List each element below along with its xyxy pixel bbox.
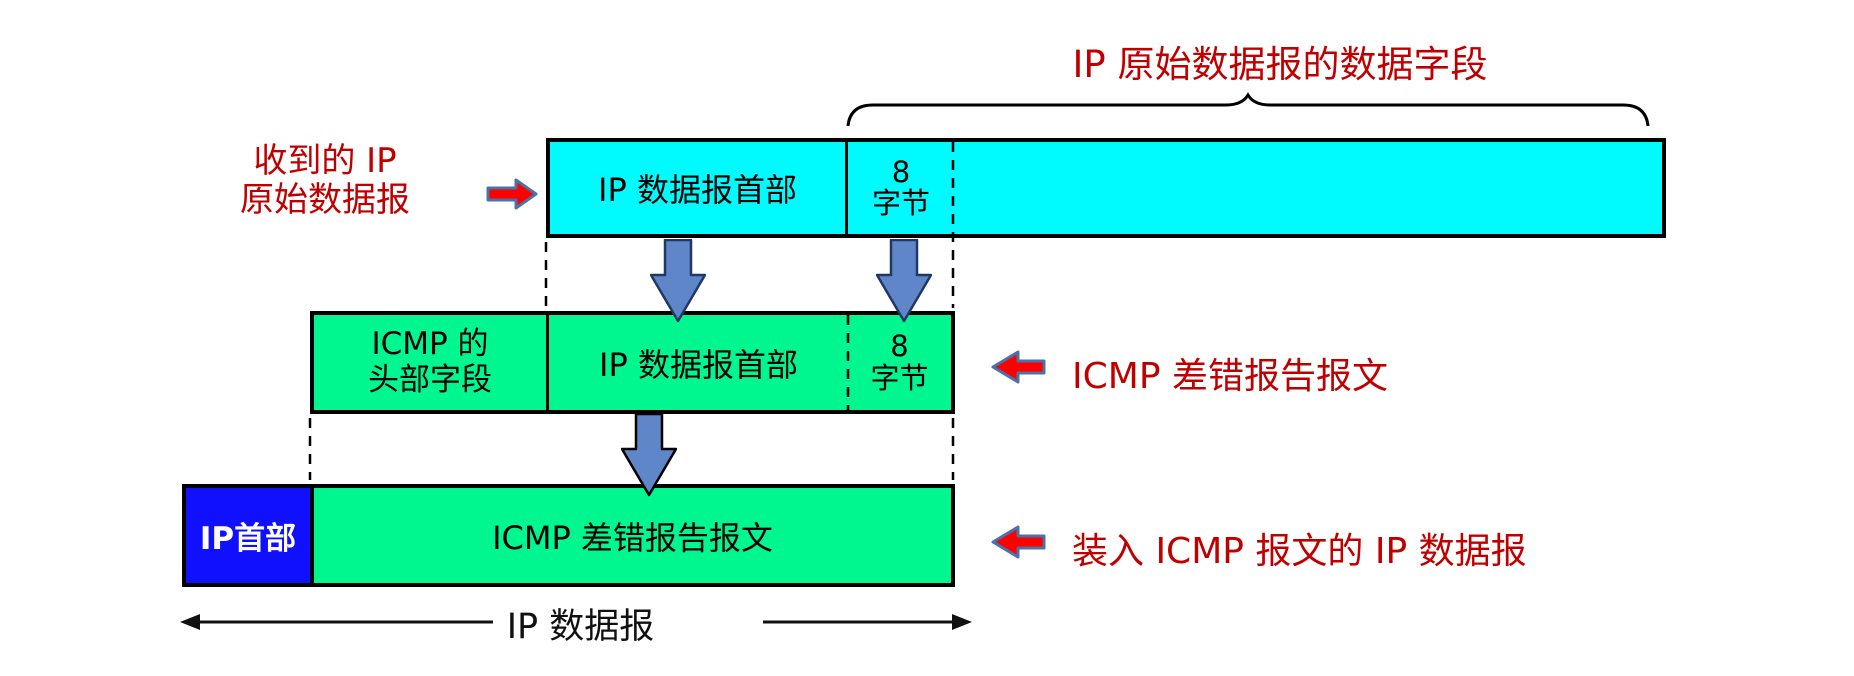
- encapsulated-datagram-box: IP首部 ICMP 差错报告报文: [182, 484, 955, 587]
- curly-brace-icon: [845, 92, 1651, 130]
- ip-header-cell: IP首部: [186, 488, 314, 583]
- original-datagram-box: IP 数据报首部 8 字节: [546, 138, 1666, 238]
- ip-datagram-span-label: IP 数据报: [506, 607, 655, 647]
- icmp-report-label: ICMP 差错报告报文: [1072, 356, 1388, 397]
- top-label: IP 原始数据报的数据字段: [1072, 43, 1488, 86]
- encapsulated-datagram-label: 装入 ICMP 报文的 IP 数据报: [1072, 531, 1527, 572]
- icmp-message-box: ICMP 的 头部字段 IP 数据报首部 8 字节: [310, 311, 955, 414]
- icmp-body-cell: ICMP 差错报告报文: [492, 518, 773, 557]
- arrow-down-icon: [621, 413, 677, 497]
- original-8-bytes-cell: 8 字节: [871, 154, 930, 220]
- arrow-down-icon: [650, 239, 706, 323]
- arrow-left-icon: [990, 524, 1046, 560]
- icmp-8-bytes-cell: 8 字节: [870, 329, 929, 395]
- original-ip-header-cell: IP 数据报首部: [598, 171, 797, 209]
- double-headed-arrow-icon: [178, 606, 974, 638]
- arrow-down-icon: [876, 239, 932, 323]
- arrow-right-icon: [486, 177, 538, 211]
- icmp-ip-header-cell: IP 数据报首部: [599, 345, 798, 384]
- cell-divider: [845, 142, 848, 234]
- cell-divider: [546, 315, 549, 410]
- icmp-header-cell: ICMP 的 头部字段: [368, 326, 492, 398]
- original-data-rest-cell: [954, 142, 1662, 234]
- received-datagram-label: 收到的 IP 原始数据报: [240, 141, 410, 221]
- arrow-left-icon: [990, 349, 1046, 385]
